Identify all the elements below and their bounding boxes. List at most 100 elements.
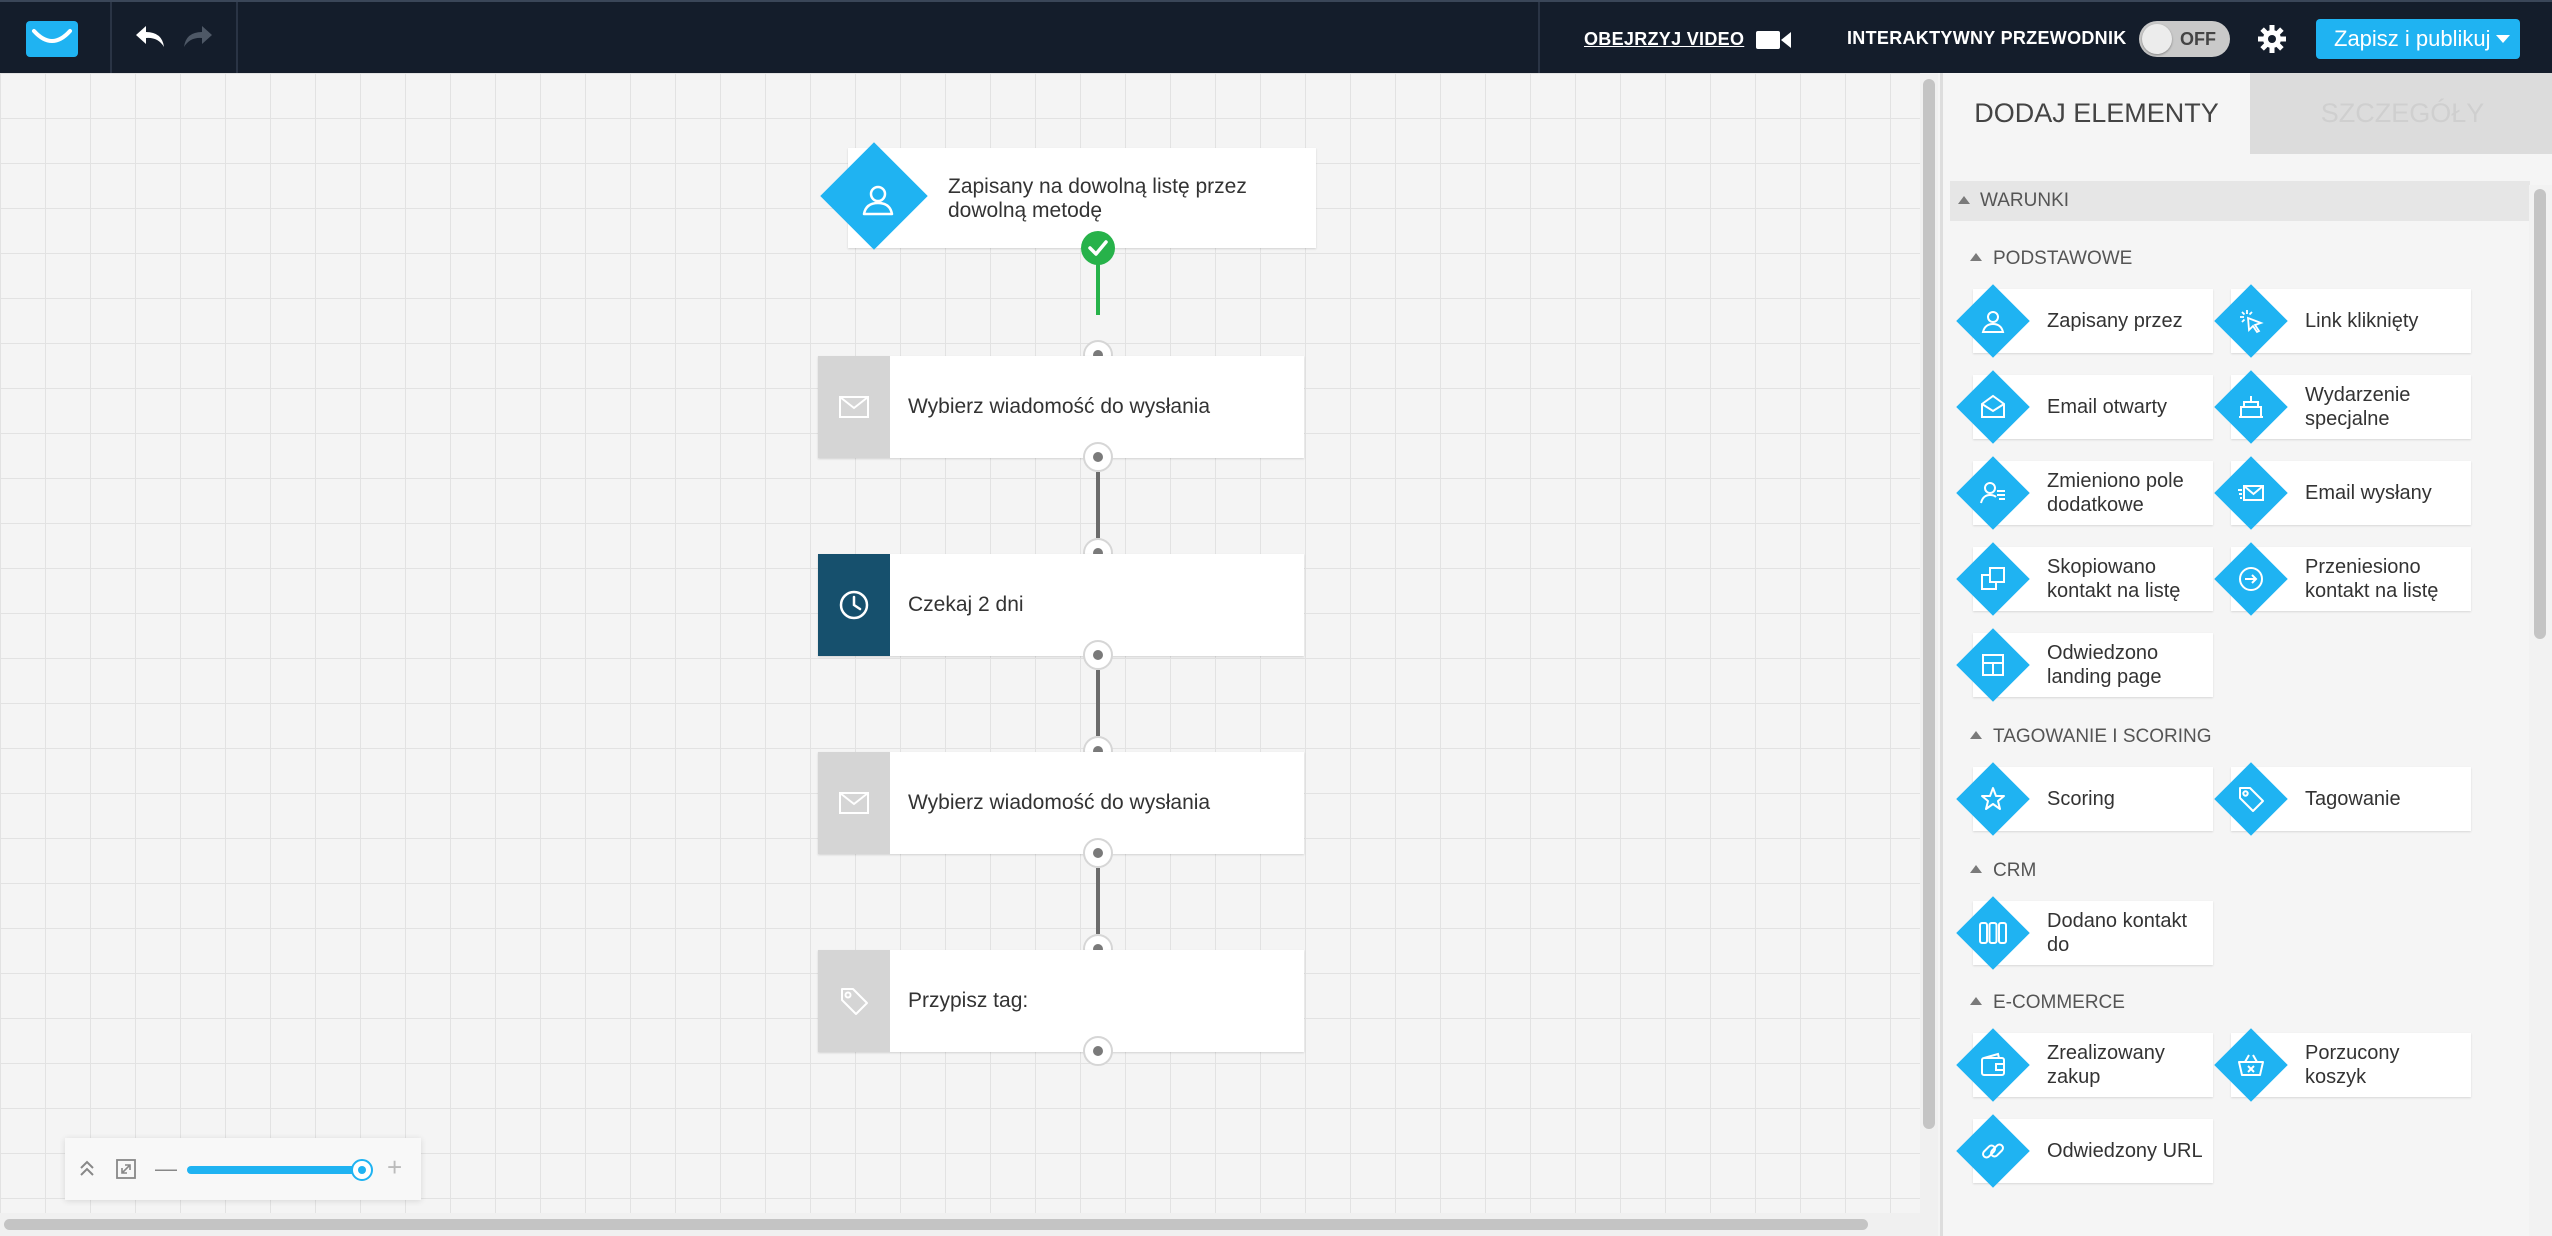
tag-icon xyxy=(818,950,890,1052)
card-label: Odwiedzono landing page xyxy=(2047,642,2162,688)
tab-details[interactable]: SZCZEGÓŁY xyxy=(2250,73,2552,154)
output-port[interactable] xyxy=(1083,838,1113,868)
layout-icon xyxy=(1975,647,2011,683)
divider xyxy=(1538,2,1540,75)
cake-icon xyxy=(2233,389,2269,425)
envelope-open-icon xyxy=(1975,389,2011,425)
group-header-ecommerce[interactable]: E-COMMERCE xyxy=(1967,992,2125,1014)
start-condition-node[interactable]: Zapisany na dowolną listę przez dowolną … xyxy=(848,148,1316,248)
wallet-icon xyxy=(1975,1047,2011,1083)
connector-line xyxy=(1096,472,1100,538)
pipeline-icon xyxy=(1975,915,2011,951)
collapse-triangle-icon xyxy=(1958,196,1970,204)
interactive-guide-toggle[interactable]: OFF xyxy=(2139,21,2230,57)
collapse-triangle-icon xyxy=(1970,997,1982,1005)
node-label: Wybierz wiadomość do wysłania xyxy=(908,395,1211,418)
collapse-triangle-icon xyxy=(1970,731,1982,739)
chevron-down-icon[interactable] xyxy=(2496,35,2510,43)
logo-icon[interactable] xyxy=(26,21,78,57)
condition-card-field-changed[interactable]: Zmieniono pole dodatkowe xyxy=(1956,456,2213,530)
connector-line xyxy=(1096,868,1100,934)
canvas-horizontal-scrollbar[interactable] xyxy=(0,1213,1920,1236)
card-label: Zapisany przez xyxy=(2047,310,2183,332)
video-camera-icon[interactable] xyxy=(1756,29,1792,51)
group-title: TAGOWANIE I SCORING xyxy=(1993,726,2212,747)
link-icon xyxy=(1975,1133,2011,1169)
redo-icon[interactable] xyxy=(182,22,214,52)
output-port[interactable] xyxy=(1083,442,1113,472)
save-publish-button[interactable]: Zapisz i publikuj xyxy=(2316,19,2520,59)
output-port[interactable] xyxy=(1083,640,1113,670)
node-label: Wybierz wiadomość do wysłania xyxy=(908,791,1211,814)
card-label: Tagowanie xyxy=(2305,788,2401,810)
envelope-icon xyxy=(818,752,890,854)
zoom-slider-track[interactable] xyxy=(187,1166,361,1174)
condition-card-visited-url[interactable]: Odwiedzony URL xyxy=(1956,1114,2213,1188)
section-conditions-header[interactable]: WARUNKI xyxy=(1950,181,2530,221)
group-header-crm[interactable]: CRM xyxy=(1967,860,2036,882)
watch-video-link[interactable]: OBEJRZYJ VIDEO xyxy=(1584,29,1745,49)
condition-card-contact-moved[interactable]: Przeniesiono kontakt na listę xyxy=(2214,542,2471,616)
condition-card-scoring[interactable]: Scoring xyxy=(1956,762,2213,836)
panel-vertical-scrollbar[interactable] xyxy=(2529,185,2552,1236)
user-edit-icon xyxy=(1975,475,2011,511)
send-message-node[interactable]: Wybierz wiadomość do wysłania xyxy=(818,356,1304,458)
card-label: Odwiedzony URL xyxy=(2047,1140,2203,1162)
user-icon xyxy=(856,178,900,222)
condition-card-email-opened[interactable]: Email otwarty xyxy=(1956,370,2213,444)
tag-icon xyxy=(2233,781,2269,817)
move-icon xyxy=(2233,561,2269,597)
condition-card-purchase[interactable]: Zrealizowany zakup xyxy=(1956,1028,2213,1102)
gear-icon[interactable] xyxy=(2257,24,2287,54)
basket-icon xyxy=(2233,1047,2269,1083)
fit-screen-icon[interactable] xyxy=(115,1158,137,1180)
tab-add-elements[interactable]: DODAJ ELEMENTY xyxy=(1943,73,2250,154)
wait-node[interactable]: Czekaj 2 dni xyxy=(818,554,1304,656)
condition-card-email-sent[interactable]: Email wysłany xyxy=(2214,456,2471,530)
condition-card-contact-copied[interactable]: Skopiowano kontakt na listę xyxy=(1956,542,2213,616)
group-header-tagging-scoring[interactable]: TAGOWANIE I SCORING xyxy=(1967,726,2212,748)
scrollbar-thumb[interactable] xyxy=(4,1219,1868,1230)
group-title: E-COMMERCE xyxy=(1993,992,2125,1013)
card-label: Scoring xyxy=(2047,788,2115,810)
condition-card-added-to-pipeline[interactable]: Dodano kontakt do xyxy=(1956,896,2213,970)
canvas-vertical-scrollbar[interactable] xyxy=(1920,73,1938,1236)
card-label: Email wysłany xyxy=(2305,482,2432,504)
condition-card-landing-page[interactable]: Odwiedzono landing page xyxy=(1956,628,2213,702)
zoom-slider-handle[interactable] xyxy=(351,1159,373,1181)
condition-card-special-event[interactable]: Wydarzenie specjalne xyxy=(2214,370,2471,444)
card-label: Dodano kontakt do xyxy=(2047,910,2188,956)
divider xyxy=(236,2,238,75)
workflow-canvas[interactable]: Zapisany na dowolną listę przez dowolną … xyxy=(0,73,1938,1236)
zoom-out-button[interactable]: — xyxy=(155,1156,177,1181)
connector-line xyxy=(1096,263,1100,315)
card-label: Zmieniono pole dodatkowe xyxy=(2047,470,2184,516)
copy-icon xyxy=(1975,561,2011,597)
condition-card-link-clicked[interactable]: Link kliknięty xyxy=(2214,284,2471,358)
undo-icon[interactable] xyxy=(134,22,166,52)
section-title: WARUNKI xyxy=(1980,190,2070,211)
collapse-triangle-icon xyxy=(1970,253,1982,261)
group-header-basic[interactable]: PODSTAWOWE xyxy=(1967,248,2132,270)
collapse-up-icon[interactable] xyxy=(77,1158,97,1180)
assign-tag-node[interactable]: Przypisz tag: xyxy=(818,950,1304,1052)
zoom-in-button[interactable]: + xyxy=(387,1152,403,1182)
condition-card-subscribed-by[interactable]: Zapisany przez xyxy=(1956,284,2213,358)
card-label: Porzucony koszyk xyxy=(2305,1042,2400,1088)
condition-card-abandoned-cart[interactable]: Porzucony koszyk xyxy=(2214,1028,2471,1102)
condition-card-tagging[interactable]: Tagowanie xyxy=(2214,762,2471,836)
start-condition-label: Zapisany na dowolną listę przez dowolną … xyxy=(948,175,1247,222)
scrollbar-thumb[interactable] xyxy=(2534,189,2546,639)
output-port[interactable] xyxy=(1083,1036,1113,1066)
toggle-knob xyxy=(2142,24,2172,54)
send-message-node[interactable]: Wybierz wiadomość do wysłania xyxy=(818,752,1304,854)
card-label: Wydarzenie specjalne xyxy=(2305,384,2411,430)
scrollbar-thumb[interactable] xyxy=(1923,79,1935,1129)
check-icon xyxy=(1081,231,1115,265)
card-label: Email otwarty xyxy=(2047,396,2168,418)
clock-icon xyxy=(818,554,890,656)
user-icon xyxy=(1975,303,2011,339)
interactive-guide-label: INTERAKTYWNY PRZEWODNIK xyxy=(1847,28,2127,48)
connector-line xyxy=(1096,670,1100,736)
card-label: Zrealizowany zakup xyxy=(2047,1042,2165,1088)
